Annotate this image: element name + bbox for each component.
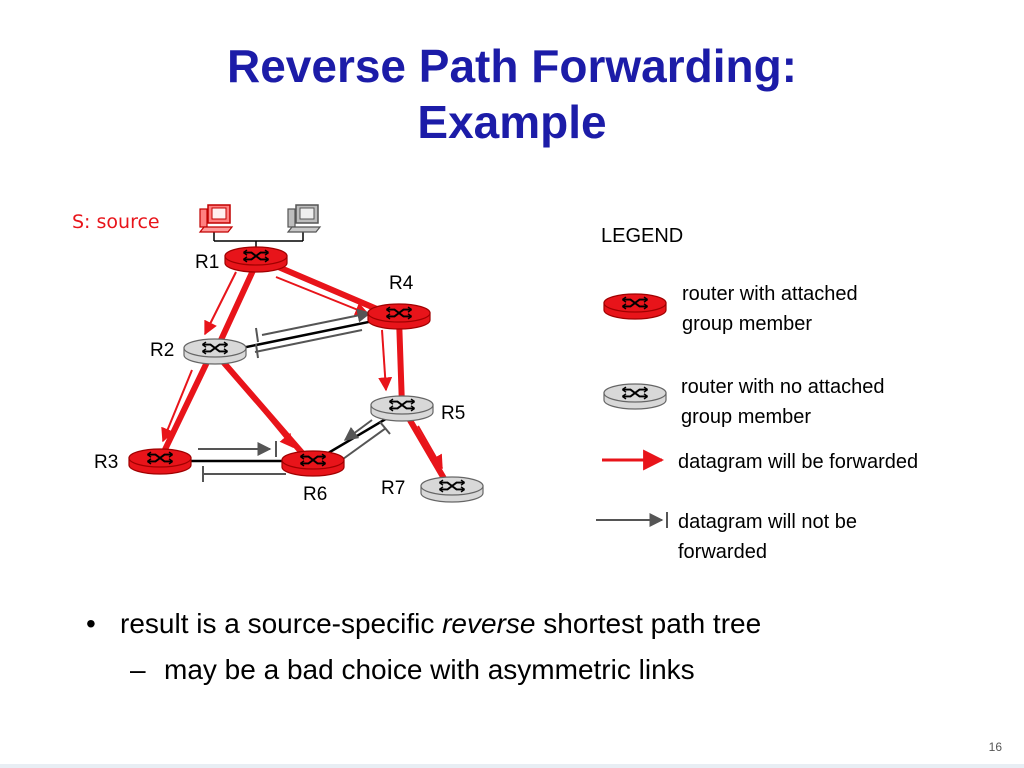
legend-nonmember-line1: router with no attached [681, 376, 884, 398]
arrow-r2-to-r3 [161, 369, 193, 443]
legend-nonmember-line2: group member [681, 406, 811, 428]
router-label-r3: R3 [94, 452, 118, 473]
slide-title: Reverse Path Forwarding: Example [0, 38, 1024, 150]
legend: LEGEND router with attached group member… [596, 225, 918, 563]
legend-member-router-icon [603, 293, 667, 320]
forwarded-arrows [161, 271, 443, 470]
bullet-emphasis: reverse [442, 608, 536, 639]
router-r6 [281, 450, 345, 477]
arrow-r1-to-r4 [275, 276, 370, 316]
not-forwarded-arrows [198, 308, 391, 482]
bullet-list: •result is a source-specific reverse sho… [86, 604, 761, 690]
arrow-r5-to-r6-blocked [343, 419, 373, 441]
router-r2 [183, 338, 247, 365]
bullet-item-2: –may be a bad choice with asymmetric lin… [130, 650, 761, 690]
legend-title: LEGEND [601, 225, 683, 247]
router-label-r1: R1 [195, 252, 219, 273]
router-label-r6: R6 [303, 484, 327, 505]
slide-title-line2: Example [417, 96, 607, 148]
arrow-r5-to-r7 [417, 425, 443, 470]
router-r1 [224, 246, 288, 273]
arrow-r6-to-r5-blocked [342, 427, 387, 460]
legend-forwarded-text: datagram will be forwarded [678, 451, 918, 473]
legend-not-forwarded-line2: forwarded [678, 541, 767, 563]
arrow-r1-to-r2 [204, 271, 237, 336]
bullet-dot: • [86, 608, 96, 639]
bullet-item-1: •result is a source-specific reverse sho… [86, 604, 761, 644]
router-labels: R1 R2 R3 R4 R5 R6 R7 [94, 252, 465, 505]
router-r3 [128, 448, 192, 475]
legend-member-line1: router with attached [682, 283, 858, 305]
source-label: S: source [72, 211, 160, 233]
routers [128, 246, 484, 503]
legend-not-forwarded-line1: datagram will not be [678, 511, 857, 533]
legend-member-line2: group member [682, 313, 812, 335]
slide-title-line1: Reverse Path Forwarding: [226, 40, 798, 92]
router-r4 [367, 303, 431, 330]
legend-nonmember-router-icon [603, 383, 667, 410]
host-computer-icon [286, 204, 322, 233]
router-r7 [420, 476, 484, 503]
link-r4-r5 [396, 315, 405, 409]
link-r1-r2 [212, 261, 259, 356]
arrow-r2-to-r4-blocked [261, 308, 372, 336]
page-number: 16 [988, 740, 1002, 754]
arrow-r4-to-r5 [378, 329, 393, 392]
router-label-r5: R5 [441, 403, 465, 424]
link-r2-r3 [157, 353, 213, 463]
bullet-dash: – [130, 654, 146, 685]
link-r5-r7 [401, 407, 452, 490]
router-label-r7: R7 [381, 478, 405, 499]
router-r5 [370, 395, 434, 422]
source-host-icon [198, 204, 234, 233]
footer-divider [0, 764, 1024, 768]
router-label-r2: R2 [150, 340, 174, 361]
router-label-r4: R4 [389, 273, 414, 294]
arrow-r2-to-r6 [231, 372, 294, 449]
arrow-r4-to-r2-blocked [254, 329, 363, 353]
link-r2-r6 [215, 353, 313, 465]
